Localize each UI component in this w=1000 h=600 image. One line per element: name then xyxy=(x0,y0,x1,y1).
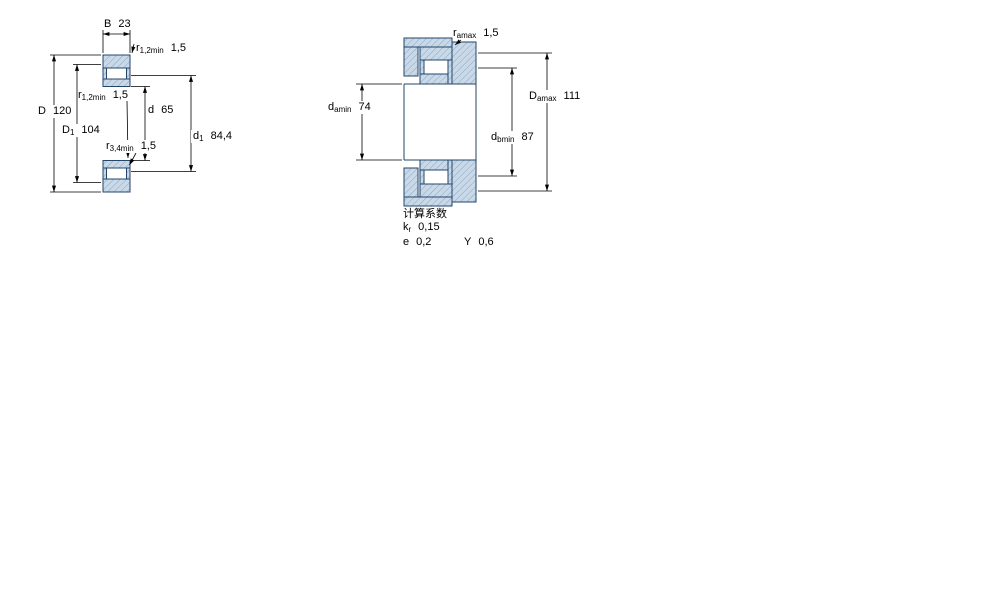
inner-ring-top xyxy=(102,78,131,87)
abutment-collar-top xyxy=(451,41,477,85)
loose-flange-bottom-right xyxy=(447,159,453,185)
inner-ring-bottom-right xyxy=(419,159,449,171)
loose-flange-top-right xyxy=(447,59,453,85)
inner-flange-bottom-right xyxy=(419,169,425,185)
factors-title: 计算系数 xyxy=(403,208,447,220)
leader-r12-top xyxy=(131,43,136,54)
housing-shoulder-bottom xyxy=(403,167,419,198)
housing-shoulder-top xyxy=(403,46,419,77)
outer-ring-top-right xyxy=(419,46,453,61)
loose-flange-bottom xyxy=(126,167,131,180)
roller-top-right xyxy=(423,59,449,75)
abutment-collar-bottom xyxy=(451,159,477,203)
housing-band-top xyxy=(403,37,453,48)
roller-bottom-right xyxy=(423,169,449,185)
inner-flange-top-right xyxy=(419,59,425,75)
outer-ring-bottom-right xyxy=(419,183,453,198)
inner-flange-top xyxy=(102,67,107,80)
inner-ring-bottom xyxy=(102,160,131,169)
loose-flange-top xyxy=(126,67,131,80)
inner-ring-top-right xyxy=(419,73,449,85)
left-dimension-lines xyxy=(50,30,196,193)
right-dimension-lines xyxy=(356,39,552,192)
inner-flange-bottom xyxy=(102,167,107,180)
leader-r34 xyxy=(129,152,137,166)
bearing-section-figure xyxy=(102,54,131,193)
outer-ring-top xyxy=(102,54,131,69)
shaft-outline xyxy=(403,83,477,161)
outer-ring-bottom xyxy=(102,178,131,193)
roller-top xyxy=(106,67,127,80)
leader-ra xyxy=(454,39,462,46)
roller-bottom xyxy=(106,167,127,180)
mounting-figure xyxy=(403,37,477,207)
